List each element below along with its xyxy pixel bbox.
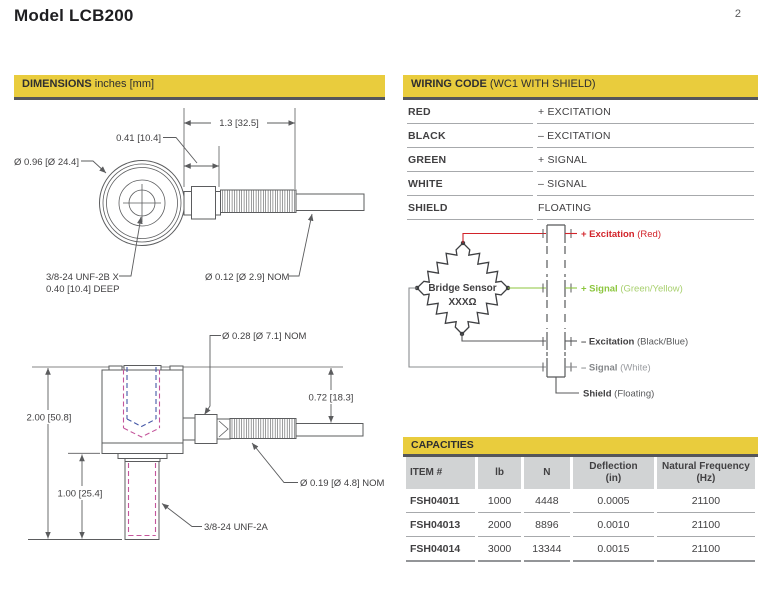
dim-label: 1.3 [32.5] — [219, 118, 259, 129]
negative-excitation-wire — [461, 334, 546, 342]
load-cell-front-view-drawing — [99, 160, 365, 246]
wiring-code-section-header: WIRING CODE (WC1 WITH SHIELD) — [403, 75, 758, 100]
column-header-frequency: Natural Frequency (Hz) — [656, 457, 755, 489]
capacities-table: ITEM # lb N Deflection (in) Natural Freq… — [403, 457, 758, 562]
wire-function: – SIGNAL — [537, 172, 754, 196]
positive-excitation-wire — [462, 232, 546, 243]
wire-function: FLOATING — [537, 196, 754, 220]
item-number: FSH04014 — [406, 537, 476, 562]
wiring-header-sub: (WC1 WITH SHIELD) — [489, 78, 596, 90]
load-cell-side-view-drawing — [28, 365, 364, 540]
wire-function: – EXCITATION — [537, 124, 754, 148]
dimensions-section-header: DIMENSIONS inches [mm] — [14, 75, 385, 100]
dim-label: 0.41 [10.4] — [116, 133, 161, 144]
negative-signal-wire — [408, 287, 546, 368]
column-header-deflection: Deflection (in) — [573, 457, 654, 489]
wiring-header-label: WIRING CODE — [411, 78, 487, 90]
wire-color: RED — [407, 100, 533, 124]
page-number: 2 — [734, 8, 741, 20]
bridge-wiring-diagram: Bridge Sensor XXXΩ + Excitation (Red) + … — [408, 224, 688, 400]
dim-label: 1.00 [25.4] — [58, 489, 103, 500]
table-row: FSH04011 1000 4448 0.0005 21100 — [406, 489, 755, 513]
column-header-item: ITEM # — [406, 457, 476, 489]
item-number: FSH04013 — [406, 513, 476, 537]
dim-label: Ø 0.12 [Ø 2.9] NOM — [205, 272, 290, 283]
shield-wire — [555, 377, 579, 394]
dim-label: 3/8-24 UNF-2A — [204, 522, 269, 533]
dim-label: 2.00 [50.8] — [27, 413, 72, 424]
table-row: WHITE – SIGNAL — [407, 172, 754, 196]
table-row: SHIELD FLOATING — [407, 196, 754, 220]
table-row: RED + EXCITATION — [407, 100, 754, 124]
connection-label-negative-signal: – Signal (White) — [581, 363, 651, 374]
wire-color: GREEN — [407, 148, 533, 172]
dimensions-header-label: DIMENSIONS — [22, 78, 92, 90]
wire-color: BLACK — [407, 124, 533, 148]
wire-function: + SIGNAL — [537, 148, 754, 172]
connection-label-shield: Shield (Floating) — [583, 389, 654, 400]
dim-label: 0.72 [18.3] — [309, 393, 354, 404]
connection-label-positive-excitation: + Excitation (Red) — [581, 229, 661, 240]
connection-label-positive-signal: + Signal (Green/Yellow) — [581, 284, 683, 295]
item-number: FSH04011 — [406, 489, 476, 513]
wire-color: WHITE — [407, 172, 533, 196]
table-row: BLACK – EXCITATION — [407, 124, 754, 148]
table-header-row: ITEM # lb N Deflection (in) Natural Freq… — [406, 457, 755, 489]
column-header-lb: lb — [478, 457, 521, 489]
wire-color: SHIELD — [407, 196, 533, 220]
dim-label: 3/8-24 UNF-2B X — [46, 272, 120, 283]
page-title: Model LCB200 — [14, 6, 134, 25]
connection-label-negative-excitation: – Excitation (Black/Blue) — [581, 337, 688, 348]
dimensions-header-units: inches [mm] — [94, 78, 155, 90]
table-row: FSH04014 3000 13344 0.0015 21100 — [406, 537, 755, 562]
table-row: FSH04013 2000 8896 0.0010 21100 — [406, 513, 755, 537]
wire-function: + EXCITATION — [537, 100, 754, 124]
column-header-n: N — [523, 457, 571, 489]
bridge-resistors — [416, 242, 509, 335]
dim-label: Ø 0.28 [Ø 7.1] NOM — [222, 331, 307, 342]
dim-label: Ø 0.96 [Ø 24.4] — [14, 157, 79, 168]
connector-bus — [546, 224, 566, 378]
capacities-section-header: CAPACITIES — [403, 437, 758, 457]
capacities-header-label: CAPACITIES — [411, 439, 474, 451]
bridge-sensor-label: Bridge Sensor — [428, 283, 496, 294]
wiring-code-table: RED + EXCITATION BLACK – EXCITATION GREE… — [403, 100, 758, 220]
side-view-dimensions: 2.00 [50.8] 1.00 [25.4] 0.72 [18.3] Ø 0.… — [25, 331, 385, 539]
bridge-resistance-label: XXXΩ — [448, 297, 476, 308]
front-view-dimensions: 1.3 [32.5] 0.41 [10.4] Ø 0.96 [Ø 24.4] 3… — [14, 108, 314, 295]
dim-label: 0.40 [10.4] DEEP — [46, 284, 119, 295]
table-row: GREEN + SIGNAL — [407, 148, 754, 172]
dim-label: Ø 0.19 [Ø 4.8] NOM — [300, 478, 385, 489]
